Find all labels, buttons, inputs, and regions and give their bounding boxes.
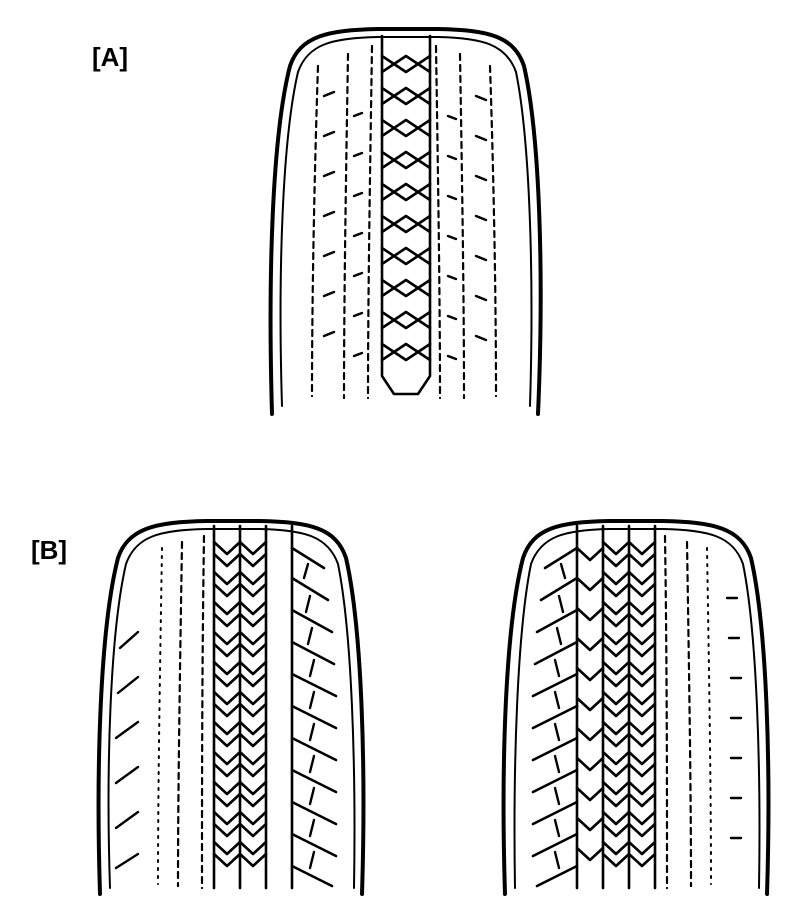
tire-b-right-outline	[501, 519, 771, 896]
tire-b-left-shoulder-blocks	[290, 546, 338, 888]
tire-b-right-center-ribs	[575, 524, 657, 890]
tire-a-center-rib	[380, 34, 432, 396]
tire-a-grooves	[310, 44, 498, 400]
tire-b-left-center-ribs	[212, 524, 294, 890]
tire-b-right-shoulder-blocks	[531, 546, 579, 888]
tire-a-shoulder-sipes	[322, 90, 488, 361]
tire-b-left-outline	[96, 519, 366, 896]
tire-b-left-grooves	[157, 534, 206, 890]
tire-b-left-tread-drawing	[96, 519, 366, 896]
tire-b-right-grooves	[663, 534, 712, 890]
figure-label-a: [A]	[92, 42, 129, 72]
tire-b-right-tread-drawing	[501, 519, 771, 896]
tire-b-left-left-sipes	[114, 630, 140, 870]
tire-b-right-right-sipes	[725, 596, 743, 840]
tire-a-outline	[268, 27, 543, 416]
tire-a-tread-drawing	[268, 27, 543, 416]
figure-label-b: [B]	[31, 535, 68, 565]
